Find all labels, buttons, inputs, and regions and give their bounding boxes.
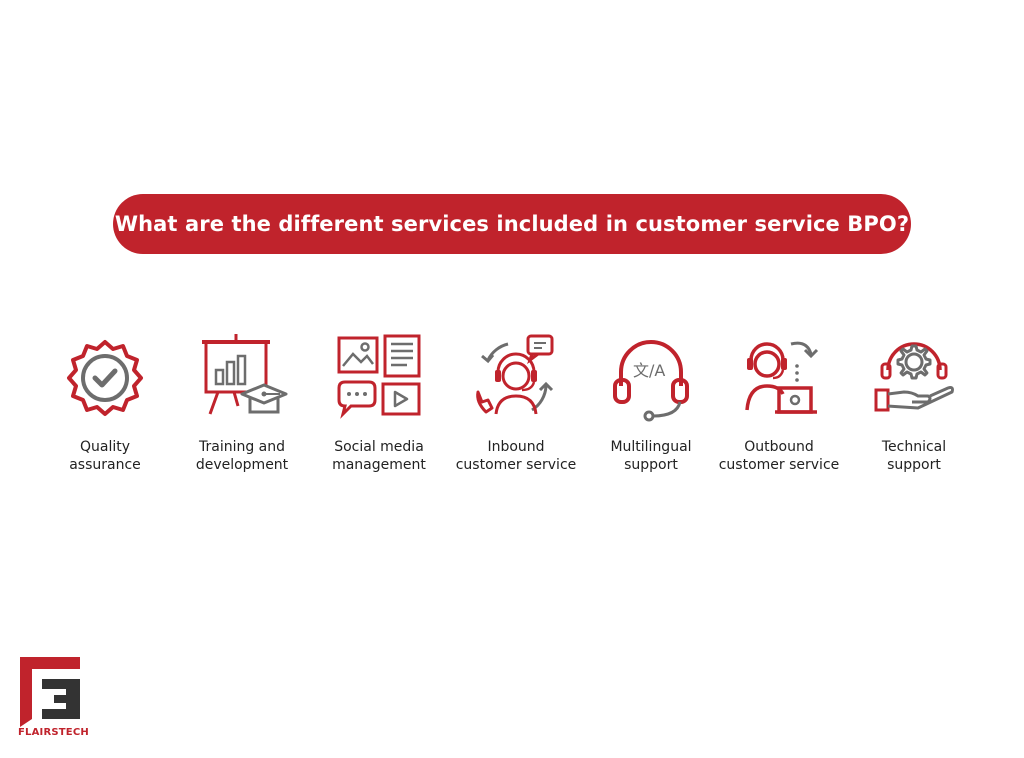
social-media-icon <box>337 334 421 419</box>
inbound-agent-icon <box>476 334 554 415</box>
quality-badge-icon <box>67 340 143 416</box>
outbound-agent-icon <box>745 341 819 414</box>
translate-glyph-icon: 文/A <box>633 361 665 380</box>
logo-wordmark: FLAIRSTECH <box>18 727 89 738</box>
tech-support-icon <box>874 342 954 412</box>
training-board-icon <box>202 334 288 415</box>
title-banner: What are the different services included… <box>113 194 911 254</box>
page-title: What are the different services included… <box>114 212 910 236</box>
translation-headset-icon: 文/A <box>613 340 689 422</box>
flairstech-logo-icon <box>20 657 80 727</box>
